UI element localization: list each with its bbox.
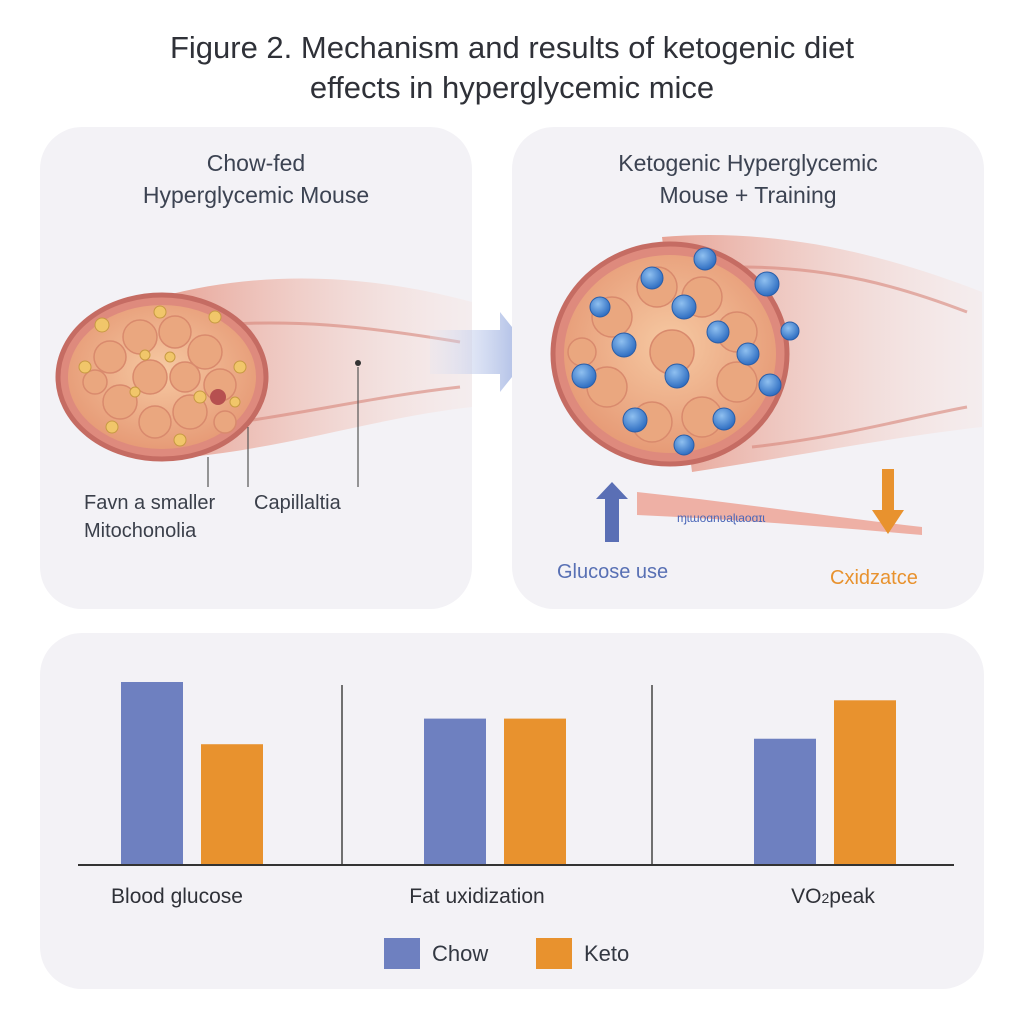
mitochondria-label-line1: Favn a smaller xyxy=(84,492,216,514)
vo2-text: VO xyxy=(791,885,822,908)
bar-chow-0 xyxy=(121,682,183,865)
legend-chow: Chow xyxy=(384,938,488,969)
category-label-fat-oxidation: Fat uxidization xyxy=(409,885,545,908)
bar-keto-0 xyxy=(201,744,263,865)
figure-title-line2: effects in hyperglycemic mice xyxy=(309,70,715,105)
keto-muscle-illustration: ɱɩɯoɑnʋaɭɩaoɑɪɩ xyxy=(550,235,982,542)
mitochondria-label: Favn a smaller Mitochonolia xyxy=(84,489,215,545)
down-arrow-icon xyxy=(872,469,904,534)
legend-keto: Keto xyxy=(536,938,629,969)
vessel-text: ɱɩɯoɑnʋaɭɩaoɑɪɩ xyxy=(677,511,766,525)
category-label-vo2peak: VO2peak xyxy=(723,885,943,909)
bar-keto-2 xyxy=(834,700,896,865)
oxidation-label: Cxidzatce xyxy=(830,567,918,589)
vo2-peak-text: peak xyxy=(829,885,875,908)
bar-chow-2 xyxy=(754,738,816,865)
mitochondria-label-line2: Mitochonolia xyxy=(84,520,197,542)
chow-panel-title: Chow-fed Hyperglycemic Mouse xyxy=(40,147,472,211)
chow-title-line1: Chow-fed xyxy=(206,150,306,176)
chow-panel: Chow-fed Hyperglycemic Mouse xyxy=(40,127,472,609)
keto-title-line2: Mouse + Training xyxy=(659,182,837,208)
figure-title: Figure 2. Mechanism and results of ketog… xyxy=(0,28,1024,108)
results-bar-chart xyxy=(78,682,954,866)
vessel xyxy=(637,492,922,535)
legend-chow-label: Chow xyxy=(432,940,489,966)
capillaries-label: Capillaltia xyxy=(254,492,341,514)
keto-panel-title: Ketogenic Hyperglycemic Mouse + Training xyxy=(512,147,984,211)
legend-chow-swatch xyxy=(384,938,420,969)
muscle-cells xyxy=(567,266,758,443)
keto-title-line1: Ketogenic Hyperglycemic xyxy=(618,150,878,176)
chow-muscle-illustration xyxy=(55,278,472,487)
glucose-use-label: Glucose use xyxy=(557,561,669,583)
muscle-cells xyxy=(82,315,237,439)
figure-title-line1: Figure 2. Mechanism and results of ketog… xyxy=(169,30,855,65)
large-mitochondria xyxy=(571,247,800,456)
results-chart-panel: Blood glucose Fat uxidization VO2peak Ch… xyxy=(40,633,984,989)
up-arrow-icon xyxy=(596,482,628,542)
vo2-subscript: 2 xyxy=(821,890,830,906)
small-mitochondria xyxy=(78,305,247,447)
capillary-dot xyxy=(210,389,226,405)
bar-chow-1 xyxy=(424,718,486,865)
chow-title-line2: Hyperglycemic Mouse xyxy=(142,182,370,208)
legend-keto-label: Keto xyxy=(584,940,630,966)
bar-keto-1 xyxy=(504,718,566,865)
category-label-blood-glucose: Blood glucose xyxy=(111,885,243,908)
keto-panel: Ketogenic Hyperglycemic Mouse + Training xyxy=(512,127,984,609)
legend-keto-swatch xyxy=(536,938,572,969)
